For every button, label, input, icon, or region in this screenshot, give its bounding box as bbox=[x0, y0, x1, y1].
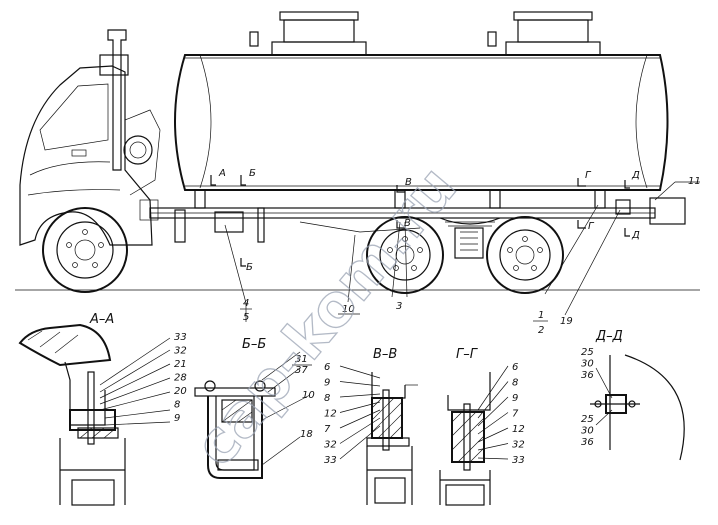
vv-callout-1: 9 bbox=[324, 378, 330, 389]
section-mark-v-top: В bbox=[405, 177, 412, 188]
section-title-dd: Д–Д bbox=[595, 329, 623, 344]
gg-callout-5: 32 bbox=[512, 440, 525, 451]
vv-callout-5: 32 bbox=[324, 440, 337, 451]
aa-callout-3: 28 bbox=[174, 373, 187, 384]
aa-callout-6: 9 bbox=[174, 413, 180, 424]
vv-callout-3: 12 bbox=[324, 409, 337, 420]
gg-callout-2: 9 bbox=[512, 393, 518, 404]
section-mark-g-bottom: Г bbox=[588, 221, 595, 232]
section-vv-callouts: 6 9 8 12 7 32 33 bbox=[324, 362, 381, 466]
callout-5: 5 bbox=[243, 312, 249, 323]
callout-19: 19 bbox=[560, 316, 573, 327]
air-intake-pipe bbox=[107, 29, 127, 171]
callout-10: 10 bbox=[342, 304, 355, 315]
section-title-vv: В–В bbox=[373, 347, 397, 362]
aa-callout-4: 20 bbox=[174, 386, 187, 397]
manhole-cover-rear bbox=[513, 11, 593, 21]
section-gg-callouts: 6 8 9 7 12 32 33 bbox=[477, 362, 525, 466]
vv-callout-0: 6 bbox=[324, 362, 330, 373]
gg-callout-4: 12 bbox=[512, 424, 525, 435]
aa-callout-0: 33 bbox=[174, 332, 187, 343]
dd-callout-bottom-1: 30 bbox=[581, 426, 594, 437]
callout-2: 2 bbox=[538, 325, 544, 336]
bb-callout-37: 37 bbox=[295, 365, 308, 376]
bb-callout-18: 18 bbox=[300, 429, 313, 440]
section-mark-b-bottom: Б bbox=[246, 262, 253, 273]
section-title-aa: А–А bbox=[89, 312, 114, 327]
gg-callout-3: 7 bbox=[512, 409, 519, 420]
cab-window bbox=[39, 83, 109, 151]
section-aa: А–А bbox=[18, 312, 171, 506]
dd-callout-bottom-0: 25 bbox=[581, 414, 594, 425]
section-title-gg: Г–Г bbox=[456, 347, 479, 362]
manhole-cover-front bbox=[279, 11, 359, 21]
rear-wheel-1 bbox=[366, 216, 444, 294]
gg-callout-0: 6 bbox=[512, 362, 518, 373]
section-gg: Г–Г bbox=[439, 347, 491, 506]
section-mark-b-top: Б bbox=[249, 168, 256, 179]
vv-callout-6: 33 bbox=[324, 455, 337, 466]
section-mark-d-bottom: Д bbox=[631, 230, 640, 241]
section-vv: В–В bbox=[366, 347, 418, 505]
rear-wheel-2 bbox=[486, 216, 564, 294]
bb-callout-10: 10 bbox=[302, 390, 315, 401]
section-dd: Д–Д bbox=[590, 329, 685, 461]
front-wheel bbox=[42, 207, 128, 293]
callout-4: 4 bbox=[243, 298, 249, 309]
section-mark-a-top: А bbox=[218, 168, 226, 179]
aa-callout-2: 21 bbox=[174, 359, 187, 370]
aa-callout-5: 8 bbox=[174, 400, 180, 411]
vv-callout-2: 8 bbox=[324, 393, 330, 404]
gg-callout-6: 33 bbox=[512, 455, 525, 466]
truck-side-view: А Б Б В В Г Г Д Д bbox=[15, 11, 700, 322]
aa-callout-1: 32 bbox=[174, 346, 187, 357]
section-mark-d-top: Д bbox=[631, 170, 640, 181]
vv-callout-4: 7 bbox=[324, 424, 331, 435]
gg-callout-1: 8 bbox=[512, 378, 518, 389]
cab-outline bbox=[19, 65, 153, 246]
dd-callout-bottom-2: 36 bbox=[581, 437, 594, 448]
callout-1: 1 bbox=[538, 310, 544, 321]
bb-callout-31: 31 bbox=[295, 354, 308, 365]
dd-callout-top-2: 36 bbox=[581, 370, 594, 381]
dd-callout-top-1: 30 bbox=[581, 359, 594, 370]
section-title-bb: Б–Б bbox=[242, 337, 266, 352]
callout-11: 11 bbox=[688, 176, 701, 187]
dd-callout-top-0: 25 bbox=[581, 347, 594, 358]
main-callouts: 4 5 3 10 1 2 19 11 bbox=[240, 176, 701, 336]
section-mark-g-top: Г bbox=[585, 170, 592, 181]
tank-body bbox=[174, 54, 669, 191]
callout-3: 3 bbox=[396, 301, 402, 312]
section-aa-callouts: 33 32 21 28 20 8 9 bbox=[174, 332, 187, 424]
section-bb: Б–Б 31 37 10 18 bbox=[194, 337, 315, 479]
section-mark-v-bottom: В bbox=[404, 218, 411, 229]
